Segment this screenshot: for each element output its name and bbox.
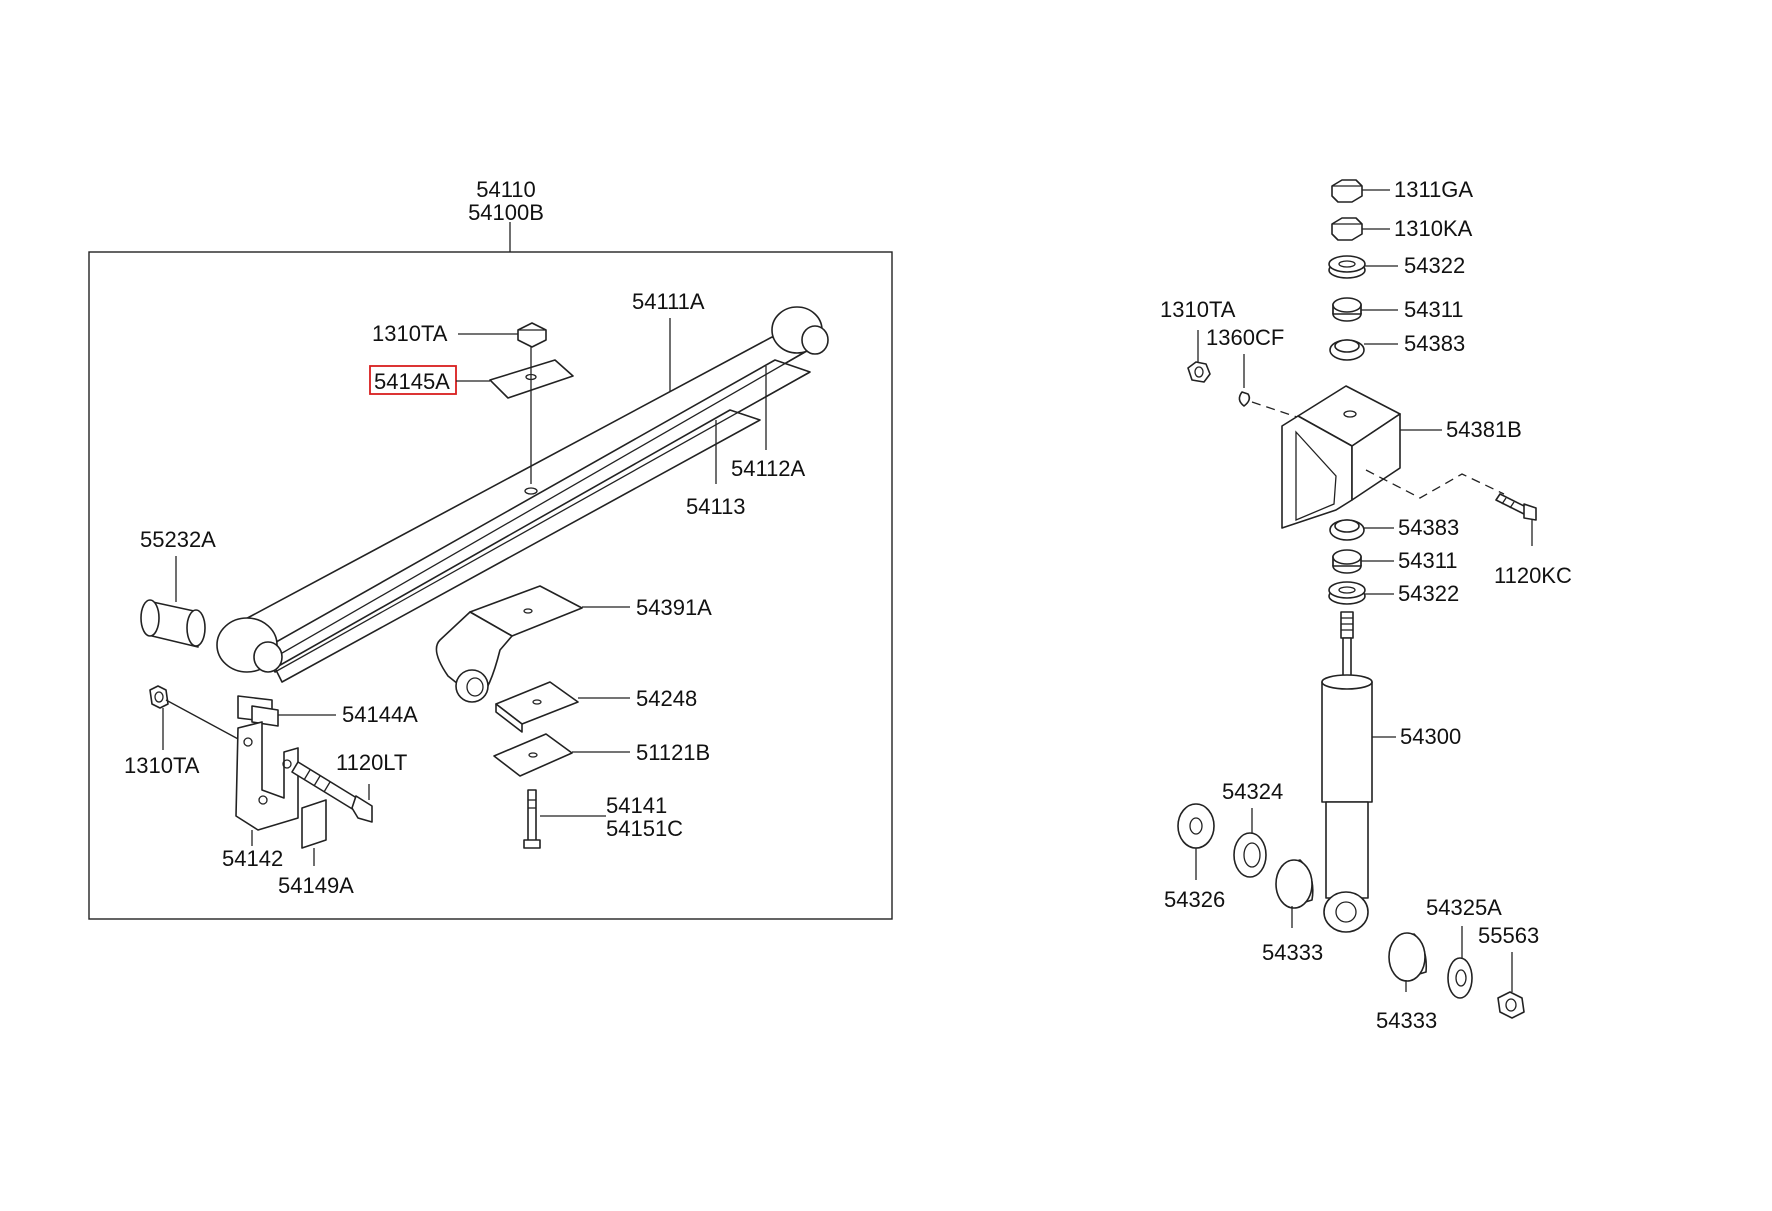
washer-54322-lower[interactable] xyxy=(1328,581,1366,605)
rear-eye-inner xyxy=(253,641,283,673)
label-54383-lower[interactable]: 54383 xyxy=(1398,515,1459,540)
shackle-pin-54144a[interactable] xyxy=(237,695,279,727)
bushing-54333-b[interactable] xyxy=(1388,932,1428,982)
nut-top[interactable] xyxy=(517,322,547,348)
label-1120kc[interactable]: 1120KC xyxy=(1494,563,1572,588)
shackle-hole-2 xyxy=(282,759,292,769)
nut-1311ga[interactable] xyxy=(1331,179,1363,203)
label-54113[interactable]: 54113 xyxy=(686,494,746,519)
plate-54149a[interactable] xyxy=(301,799,327,849)
shock-body-upper xyxy=(1321,681,1373,803)
nut-1310ta-right[interactable] xyxy=(1187,361,1211,383)
bolt-54141[interactable] xyxy=(523,789,541,849)
bolt-path-right xyxy=(1365,469,1505,499)
label-54300[interactable]: 54300 xyxy=(1400,724,1461,749)
shackle-hole-1 xyxy=(243,737,253,747)
label-54391a[interactable]: 54391A xyxy=(636,595,712,620)
bracket-gusset xyxy=(1295,430,1337,521)
label-54322-top[interactable]: 54322 xyxy=(1404,253,1465,278)
shock-absorber-54300[interactable] xyxy=(1321,611,1373,933)
plate-54248-side xyxy=(495,703,523,733)
plate-54248-hole xyxy=(532,699,542,705)
shackle-hole-3 xyxy=(258,795,268,805)
bolt-path-left xyxy=(1251,401,1301,419)
label-54248[interactable]: 54248 xyxy=(636,686,697,711)
leaf-spring xyxy=(216,306,829,683)
assembly-frame xyxy=(88,251,893,920)
shock-rod-thread xyxy=(1340,611,1354,639)
center-hole xyxy=(524,487,538,495)
retainer-54383-top[interactable] xyxy=(1329,339,1365,361)
plate-51121b[interactable] xyxy=(493,733,573,777)
label-54151c[interactable]: 54151C xyxy=(606,816,683,841)
label-54142[interactable]: 54142 xyxy=(222,846,283,871)
label-54145a[interactable]: 54145A xyxy=(374,369,450,394)
shock-absorber-assembly: 1311GA 1310KA 54322 54311 54383 xyxy=(1160,177,1572,1033)
leader-nut-shackle xyxy=(165,699,241,741)
leaf-spring-assembly: 54110 54100B 1310TA 54145A xyxy=(88,177,893,920)
label-1360cf[interactable]: 1360CF xyxy=(1206,325,1284,350)
shock-body-lower xyxy=(1325,801,1369,899)
bushing-54311-lower[interactable] xyxy=(1332,549,1362,574)
label-54311-top[interactable]: 54311 xyxy=(1404,297,1464,322)
bracket-54381b[interactable] xyxy=(1281,385,1401,529)
label-1310ka[interactable]: 1310KA xyxy=(1394,216,1473,241)
label-54111a[interactable]: 54111A xyxy=(632,289,705,314)
label-54383-top[interactable]: 54383 xyxy=(1404,331,1465,356)
washer-54322-top[interactable] xyxy=(1328,255,1366,279)
retainer-54383-lower[interactable] xyxy=(1329,519,1365,541)
bushing-55232a[interactable] xyxy=(140,599,206,648)
washer-54325a[interactable] xyxy=(1447,957,1473,999)
label-1310ta-left[interactable]: 1310TA xyxy=(124,753,200,778)
shackle-54142[interactable] xyxy=(235,721,299,831)
label-55563[interactable]: 55563 xyxy=(1478,923,1539,948)
label-55232a[interactable]: 55232A xyxy=(140,527,216,552)
label-54112a[interactable]: 54112A xyxy=(731,456,806,481)
nut-shackle[interactable] xyxy=(149,685,169,709)
label-54144a[interactable]: 54144A xyxy=(342,702,418,727)
label-1310ta-top[interactable]: 1310TA xyxy=(372,321,448,346)
label-54322-lower[interactable]: 54322 xyxy=(1398,581,1459,606)
label-54149a[interactable]: 54149A xyxy=(278,873,354,898)
washer-54326[interactable] xyxy=(1177,803,1215,849)
leaf-third xyxy=(274,409,761,683)
clip-1360cf[interactable] xyxy=(1238,391,1251,407)
label-54324[interactable]: 54324 xyxy=(1222,779,1283,804)
leaf-edge-1 xyxy=(269,351,806,661)
nut-1310ka[interactable] xyxy=(1331,217,1363,241)
bracket-hole xyxy=(1343,410,1357,418)
plate-51121b-hole xyxy=(528,752,538,758)
label-1311ga[interactable]: 1311GA xyxy=(1394,177,1473,202)
front-eye-inner xyxy=(801,325,829,355)
pad-seat-54391a[interactable] xyxy=(435,585,583,703)
label-54326[interactable]: 54326 xyxy=(1164,887,1225,912)
label-54141[interactable]: 54141 xyxy=(606,793,667,818)
label-1310ta-right[interactable]: 1310TA xyxy=(1160,297,1236,322)
label-54325a[interactable]: 54325A xyxy=(1426,895,1502,920)
label-51121b[interactable]: 51121B xyxy=(636,740,710,765)
bushing-54311-top[interactable] xyxy=(1332,297,1362,322)
nut-55563[interactable] xyxy=(1497,991,1525,1019)
label-1120lt[interactable]: 1120LT xyxy=(336,750,407,775)
label-54311-lower[interactable]: 54311 xyxy=(1398,548,1458,573)
shock-eye xyxy=(1323,891,1369,933)
label-54333-b[interactable]: 54333 xyxy=(1376,1008,1437,1033)
bushing-54333-a[interactable] xyxy=(1275,859,1314,909)
washer-54324[interactable] xyxy=(1233,832,1267,878)
highlight-box xyxy=(369,365,457,395)
bolt-1120lt[interactable] xyxy=(291,761,373,823)
label-54381b[interactable]: 54381B xyxy=(1446,417,1522,442)
bolt-1120kc[interactable] xyxy=(1495,493,1537,521)
label-54110[interactable]: 54110 xyxy=(476,177,536,202)
label-54333-a[interactable]: 54333 xyxy=(1262,940,1323,965)
label-54100b[interactable]: 54100B xyxy=(468,200,544,225)
leaf-edge-2 xyxy=(274,371,811,673)
